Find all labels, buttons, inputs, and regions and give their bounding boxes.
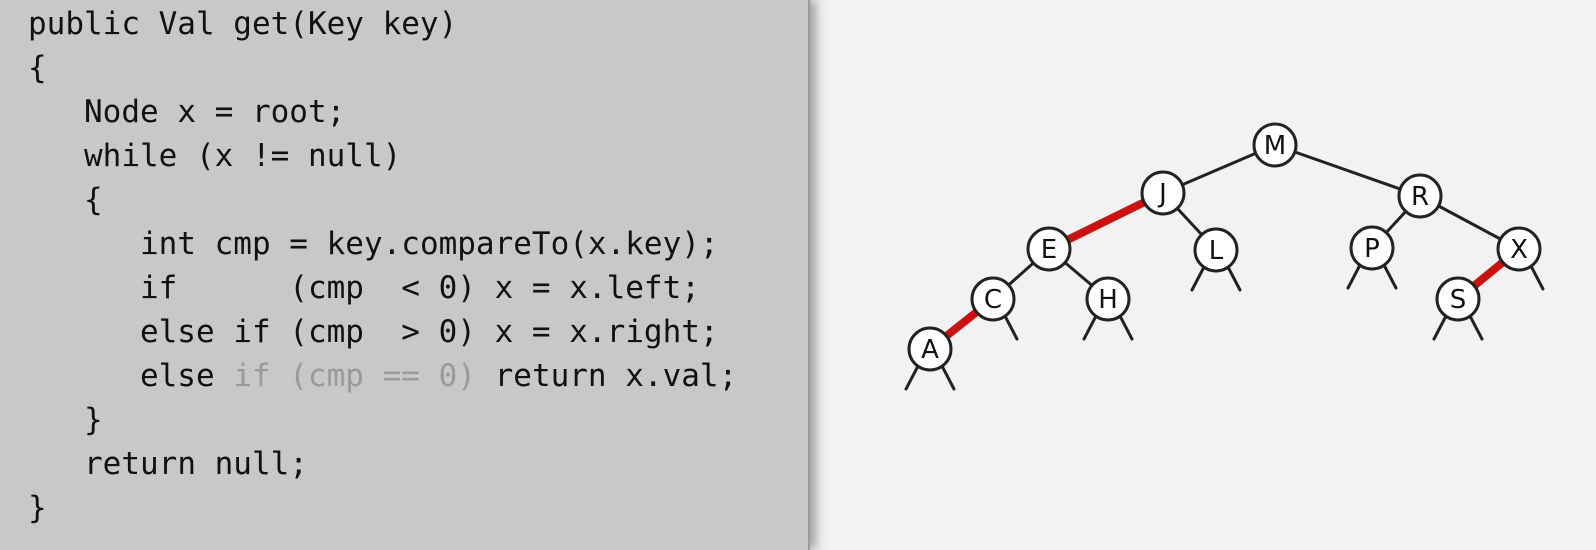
null-link	[1468, 314, 1484, 341]
code-segment: {	[84, 182, 103, 218]
node-circle	[907, 326, 953, 372]
nodes-layer: M J R E L P X C H S A	[907, 122, 1542, 372]
tree-node-x: X	[1496, 226, 1542, 272]
red-black-bst-diagram: M J R E L P X C H S A	[904, 122, 1545, 391]
node-key-label: X	[1510, 235, 1528, 265]
node-key-label: A	[921, 335, 939, 365]
code-line: if (cmp < 0) x = x.left;	[28, 266, 737, 310]
null-link	[1082, 314, 1098, 341]
node-key-label: C	[984, 285, 1002, 315]
tree-node-h: H	[1085, 276, 1131, 322]
node-key-label: E	[1041, 235, 1057, 265]
code-segment: if (cmp < 0) x = x.left;	[139, 270, 700, 306]
node-key-label: J	[1157, 179, 1167, 209]
null-link	[1432, 314, 1448, 341]
node-key-label: L	[1209, 236, 1224, 266]
null-link	[1190, 265, 1206, 292]
tree-node-c: C	[970, 276, 1016, 322]
node-key-label: M	[1264, 131, 1286, 161]
node-circle	[1252, 122, 1298, 168]
node-key-label: P	[1364, 234, 1380, 264]
node-key-label: H	[1098, 285, 1118, 315]
node-circle	[1140, 170, 1186, 216]
code-segment: return x.val;	[475, 358, 738, 394]
code-indent	[28, 138, 84, 174]
null-links-layer	[904, 263, 1545, 391]
code-faded-segment: if (cmp == 0)	[233, 358, 476, 394]
null-link	[940, 364, 956, 391]
tree-node-s: S	[1435, 276, 1481, 322]
tree-panel: M J R E L P X C H S A	[810, 0, 1596, 550]
code-segment: while (x != null)	[84, 138, 402, 174]
code-indent	[28, 446, 84, 482]
code-indent	[28, 182, 84, 218]
node-circle	[1193, 227, 1239, 273]
code-segment: {	[28, 50, 47, 86]
code-line: int cmp = key.compareTo(x.key);	[28, 222, 737, 266]
code-segment: Node x = root;	[84, 94, 346, 130]
code-line: }	[28, 486, 737, 530]
code-segment: else if (cmp > 0) x = x.right;	[139, 314, 719, 350]
tree-node-e: E	[1026, 226, 1072, 272]
tree-node-m: M	[1252, 122, 1298, 168]
code-segment: int cmp = key.compareTo(x.key);	[139, 226, 719, 262]
code-line: else if (cmp == 0) return x.val;	[28, 354, 737, 398]
code-line: Node x = root;	[28, 90, 737, 134]
code-segment: else	[139, 358, 234, 394]
code-indent	[28, 226, 140, 262]
node-circle	[1496, 226, 1542, 272]
code-indent	[28, 94, 84, 130]
code-listing: public Val get(Key key){ Node x = root; …	[28, 2, 737, 530]
tree-node-j: J	[1140, 170, 1186, 216]
code-line: {	[28, 46, 737, 90]
code-panel: public Val get(Key key){ Node x = root; …	[0, 0, 810, 550]
node-circle	[1397, 173, 1443, 219]
node-circle	[1085, 276, 1131, 322]
code-indent	[28, 402, 84, 438]
code-indent	[28, 314, 140, 350]
tree-node-l: L	[1193, 227, 1239, 273]
null-link	[1226, 265, 1242, 292]
node-circle	[1435, 276, 1481, 322]
null-link	[1382, 263, 1398, 290]
code-line: }	[28, 398, 737, 442]
code-segment: }	[84, 402, 103, 438]
tree-node-a: A	[907, 326, 953, 372]
black-link	[1273, 143, 1422, 198]
code-indent	[28, 270, 140, 306]
node-key-label: S	[1450, 285, 1467, 315]
code-segment: return null;	[84, 446, 308, 482]
null-link	[904, 364, 920, 391]
code-segment: public Val get(Key key)	[28, 6, 458, 42]
code-line: {	[28, 178, 737, 222]
tree-node-p: P	[1349, 225, 1395, 271]
tree-node-r: R	[1397, 173, 1443, 219]
code-line: else if (cmp > 0) x = x.right;	[28, 310, 737, 354]
node-circle	[1349, 225, 1395, 271]
code-line: public Val get(Key key)	[28, 2, 737, 46]
null-link	[1118, 314, 1134, 341]
null-link	[1003, 314, 1019, 341]
code-indent	[28, 358, 140, 394]
code-line: while (x != null)	[28, 134, 737, 178]
null-link	[1346, 263, 1362, 290]
null-link	[1529, 264, 1545, 291]
node-key-label: R	[1411, 182, 1429, 212]
code-segment: }	[28, 490, 47, 526]
node-circle	[970, 276, 1016, 322]
node-circle	[1026, 226, 1072, 272]
code-line: return null;	[28, 442, 737, 486]
